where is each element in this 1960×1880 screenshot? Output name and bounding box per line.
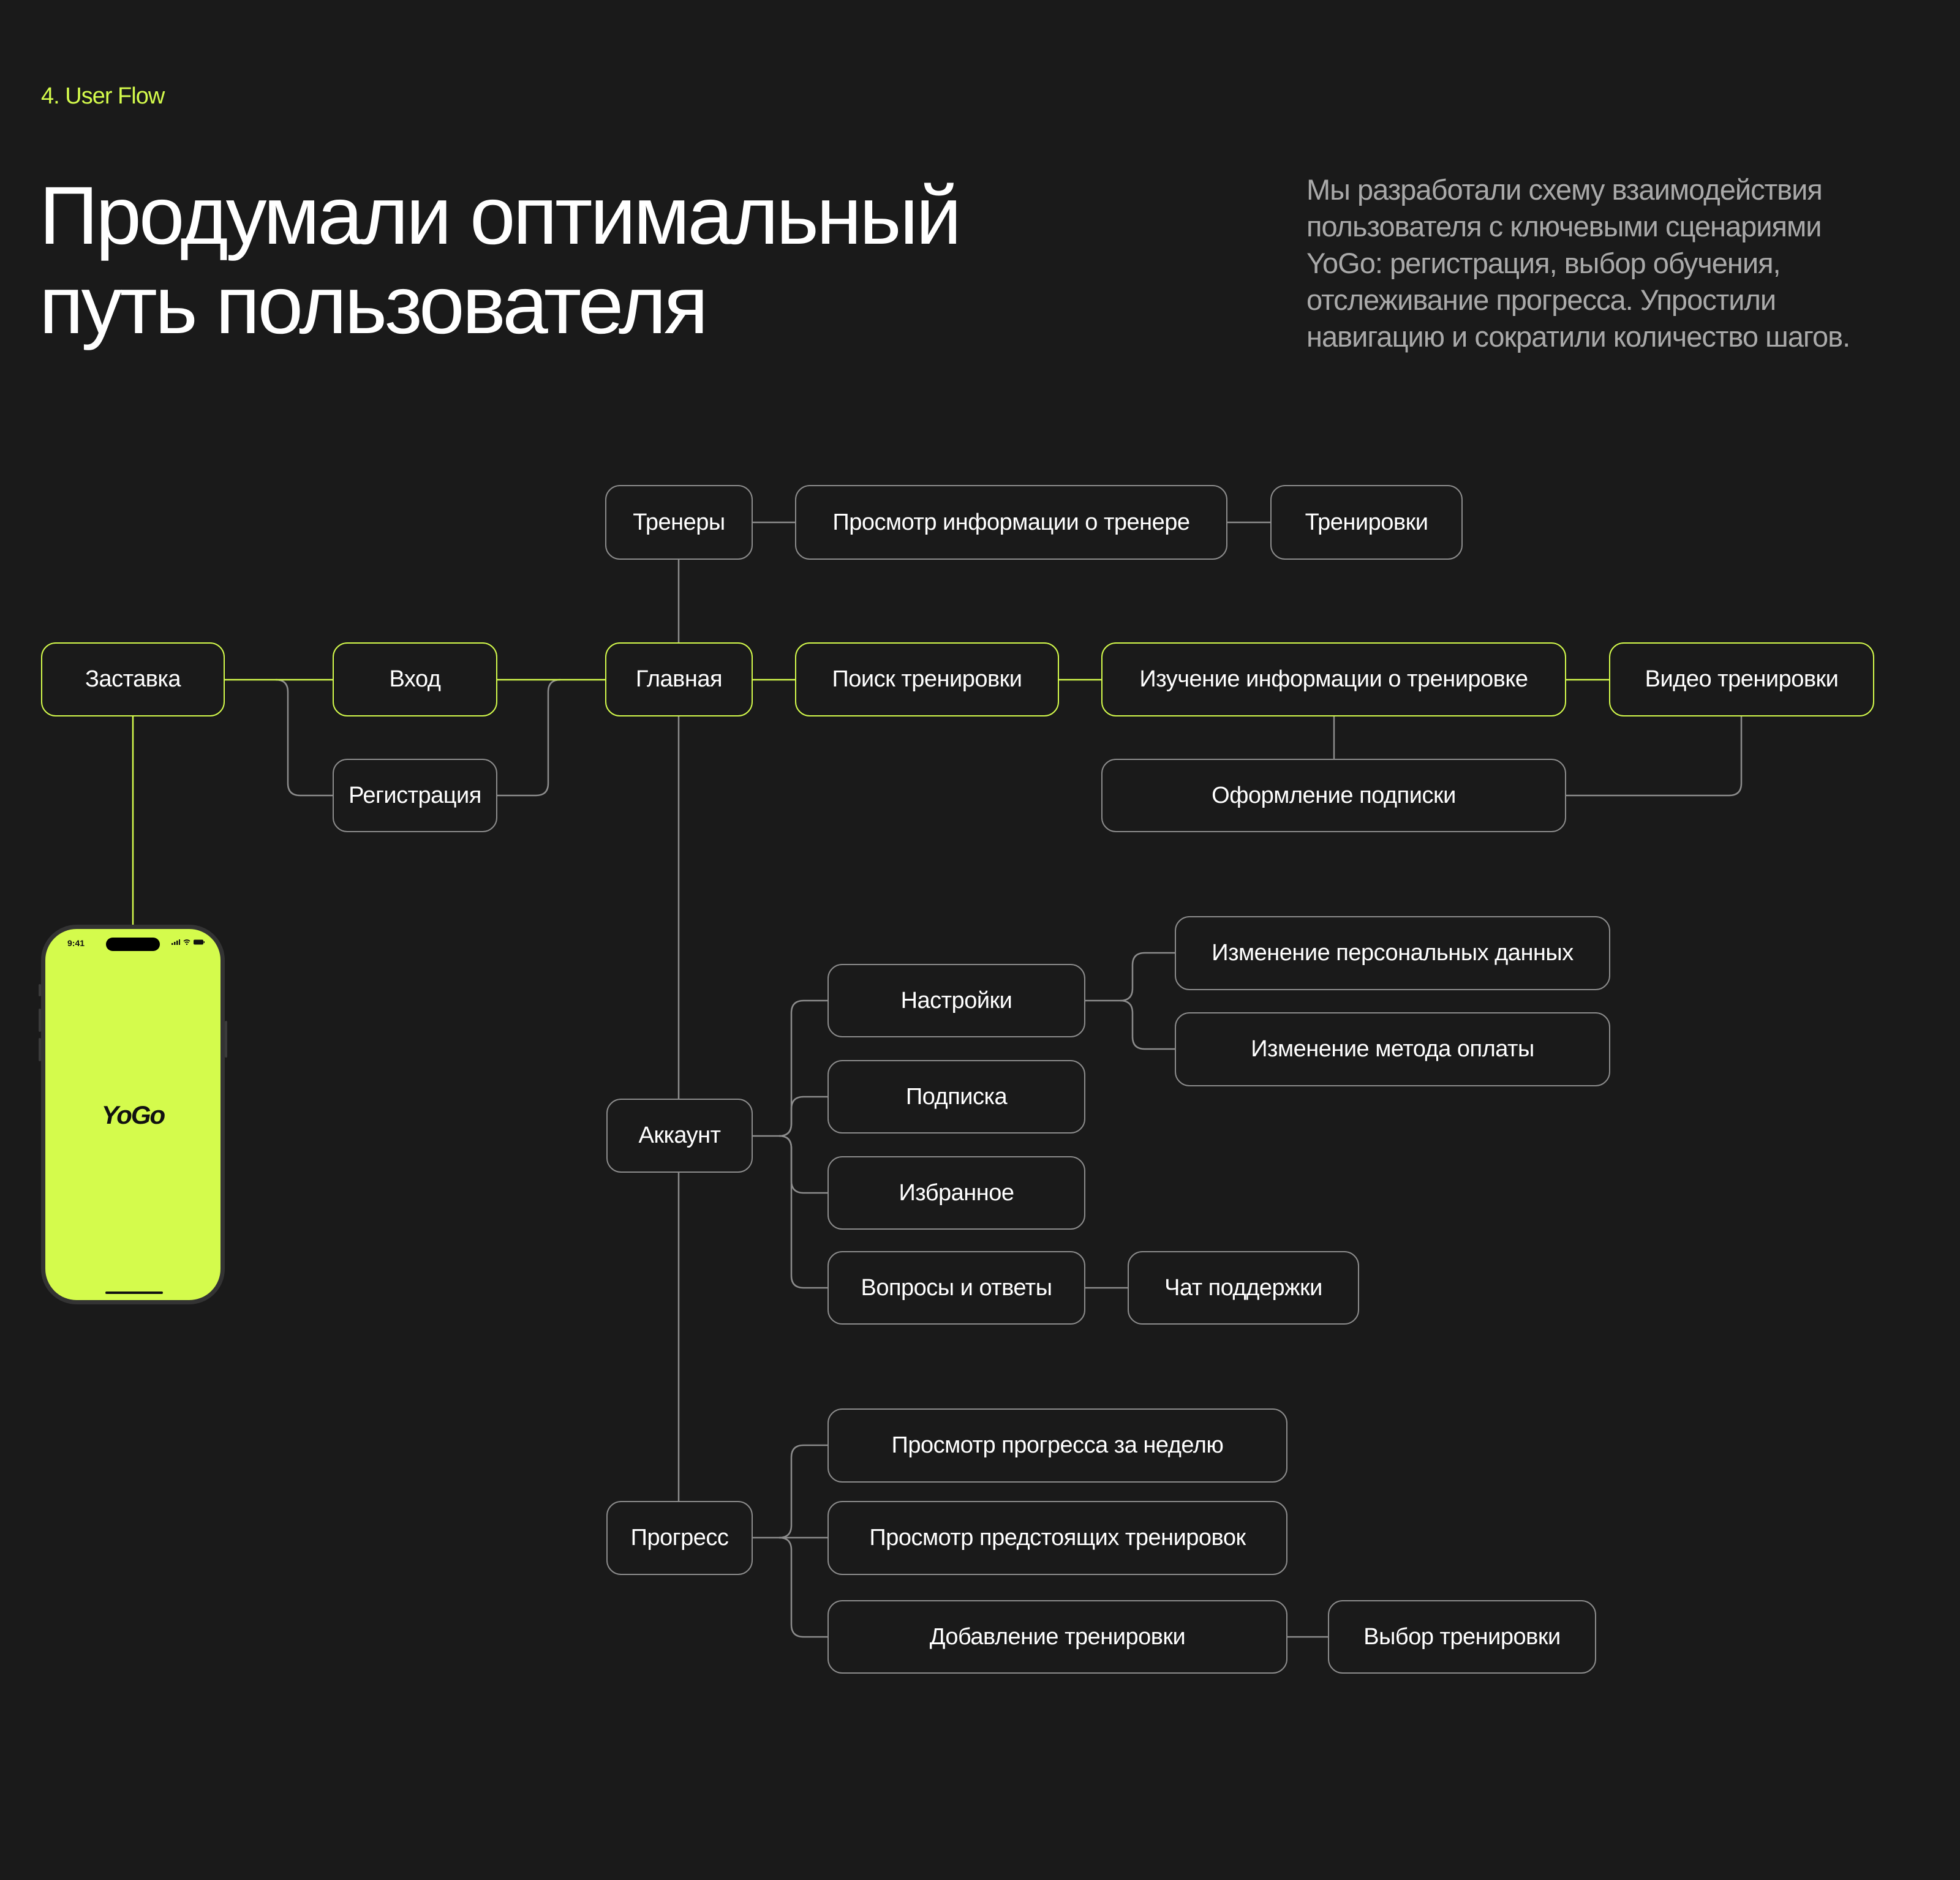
node-support-chat[interactable]: Чат поддержки xyxy=(1128,1251,1359,1325)
node-progress[interactable]: Прогресс xyxy=(606,1501,753,1575)
title-line: путь пользователя xyxy=(39,260,709,351)
node-upcoming[interactable]: Просмотр предстоящих тренировок xyxy=(827,1501,1287,1575)
phone-side-button xyxy=(225,1021,227,1058)
description-line: отслеживание прогресса. Упростили xyxy=(1306,284,1776,316)
connector xyxy=(1085,952,1175,1002)
node-trainer-info[interactable]: Просмотр информации о тренере xyxy=(795,485,1227,560)
connector xyxy=(778,1135,827,1194)
signal-icon xyxy=(172,939,180,945)
node-splash[interactable]: Заставка xyxy=(41,642,225,716)
description-line: навигацию и сократили количество шагов. xyxy=(1306,320,1850,353)
connector xyxy=(497,679,561,797)
node-faq[interactable]: Вопросы и ответы xyxy=(827,1251,1085,1325)
connector xyxy=(275,679,333,797)
phone-side-button xyxy=(39,1038,41,1061)
node-search[interactable]: Поиск тренировки xyxy=(795,642,1059,716)
battery-icon xyxy=(194,939,205,945)
highlighted-connectors xyxy=(132,679,1609,925)
gray-connectors xyxy=(275,521,1743,1638)
connector xyxy=(1566,716,1743,797)
node-registration[interactable]: Регистрация xyxy=(333,759,497,832)
dynamic-island xyxy=(106,938,160,951)
node-payment-method[interactable]: Изменение метода оплаты xyxy=(1175,1012,1610,1086)
node-trainer-workouts[interactable]: Тренировки xyxy=(1270,485,1463,560)
node-login[interactable]: Вход xyxy=(333,642,497,716)
connector xyxy=(778,1096,827,1137)
yogo-logo: YoGo xyxy=(101,1100,165,1129)
phone-side-button xyxy=(39,984,41,996)
node-personal-data[interactable]: Изменение персональных данных xyxy=(1175,916,1610,990)
node-weekly-progress[interactable]: Просмотр прогресса за неделю xyxy=(827,1408,1287,1483)
node-choose-workout[interactable]: Выбор тренировки xyxy=(1328,1600,1596,1674)
node-home[interactable]: Главная xyxy=(605,642,753,716)
node-trainers[interactable]: Тренеры xyxy=(605,485,753,560)
description: Мы разработали схему взаимодействия поль… xyxy=(1306,171,1850,355)
node-settings[interactable]: Настройки xyxy=(827,964,1085,1037)
wifi-icon xyxy=(183,939,190,945)
status-time: 9:41 xyxy=(67,938,85,948)
home-indicator xyxy=(105,1292,163,1294)
connector xyxy=(753,999,827,1137)
node-workout-video[interactable]: Видео тренировки xyxy=(1609,642,1874,716)
status-icons xyxy=(172,939,205,945)
page-title: Продумали оптимальный путь пользователя xyxy=(39,170,962,351)
connector xyxy=(753,1444,827,1539)
connector xyxy=(778,1135,827,1289)
connector xyxy=(778,1536,827,1638)
title-line: Продумали оптимальный xyxy=(39,170,962,261)
node-add-workout[interactable]: Добавление тренировки xyxy=(827,1600,1287,1674)
node-favorites[interactable]: Избранное xyxy=(827,1156,1085,1230)
node-subscribe[interactable]: Оформление подписки xyxy=(1101,759,1566,832)
connector xyxy=(1120,999,1175,1050)
description-line: пользователя с ключевыми сценариями xyxy=(1306,210,1822,243)
node-subscription[interactable]: Подписка xyxy=(827,1060,1085,1134)
phone-mockup: 9:41 YoGo xyxy=(39,925,227,1304)
node-workout-info[interactable]: Изучение информации о тренировке xyxy=(1101,642,1566,716)
phone-side-button xyxy=(39,1009,41,1032)
node-account[interactable]: Аккаунт xyxy=(606,1099,753,1173)
description-line: Мы разработали схему взаимодействия xyxy=(1306,173,1823,206)
description-line: YoGo: регистрация, выбор обучения, xyxy=(1306,247,1781,279)
section-label: 4. User Flow xyxy=(41,83,165,109)
